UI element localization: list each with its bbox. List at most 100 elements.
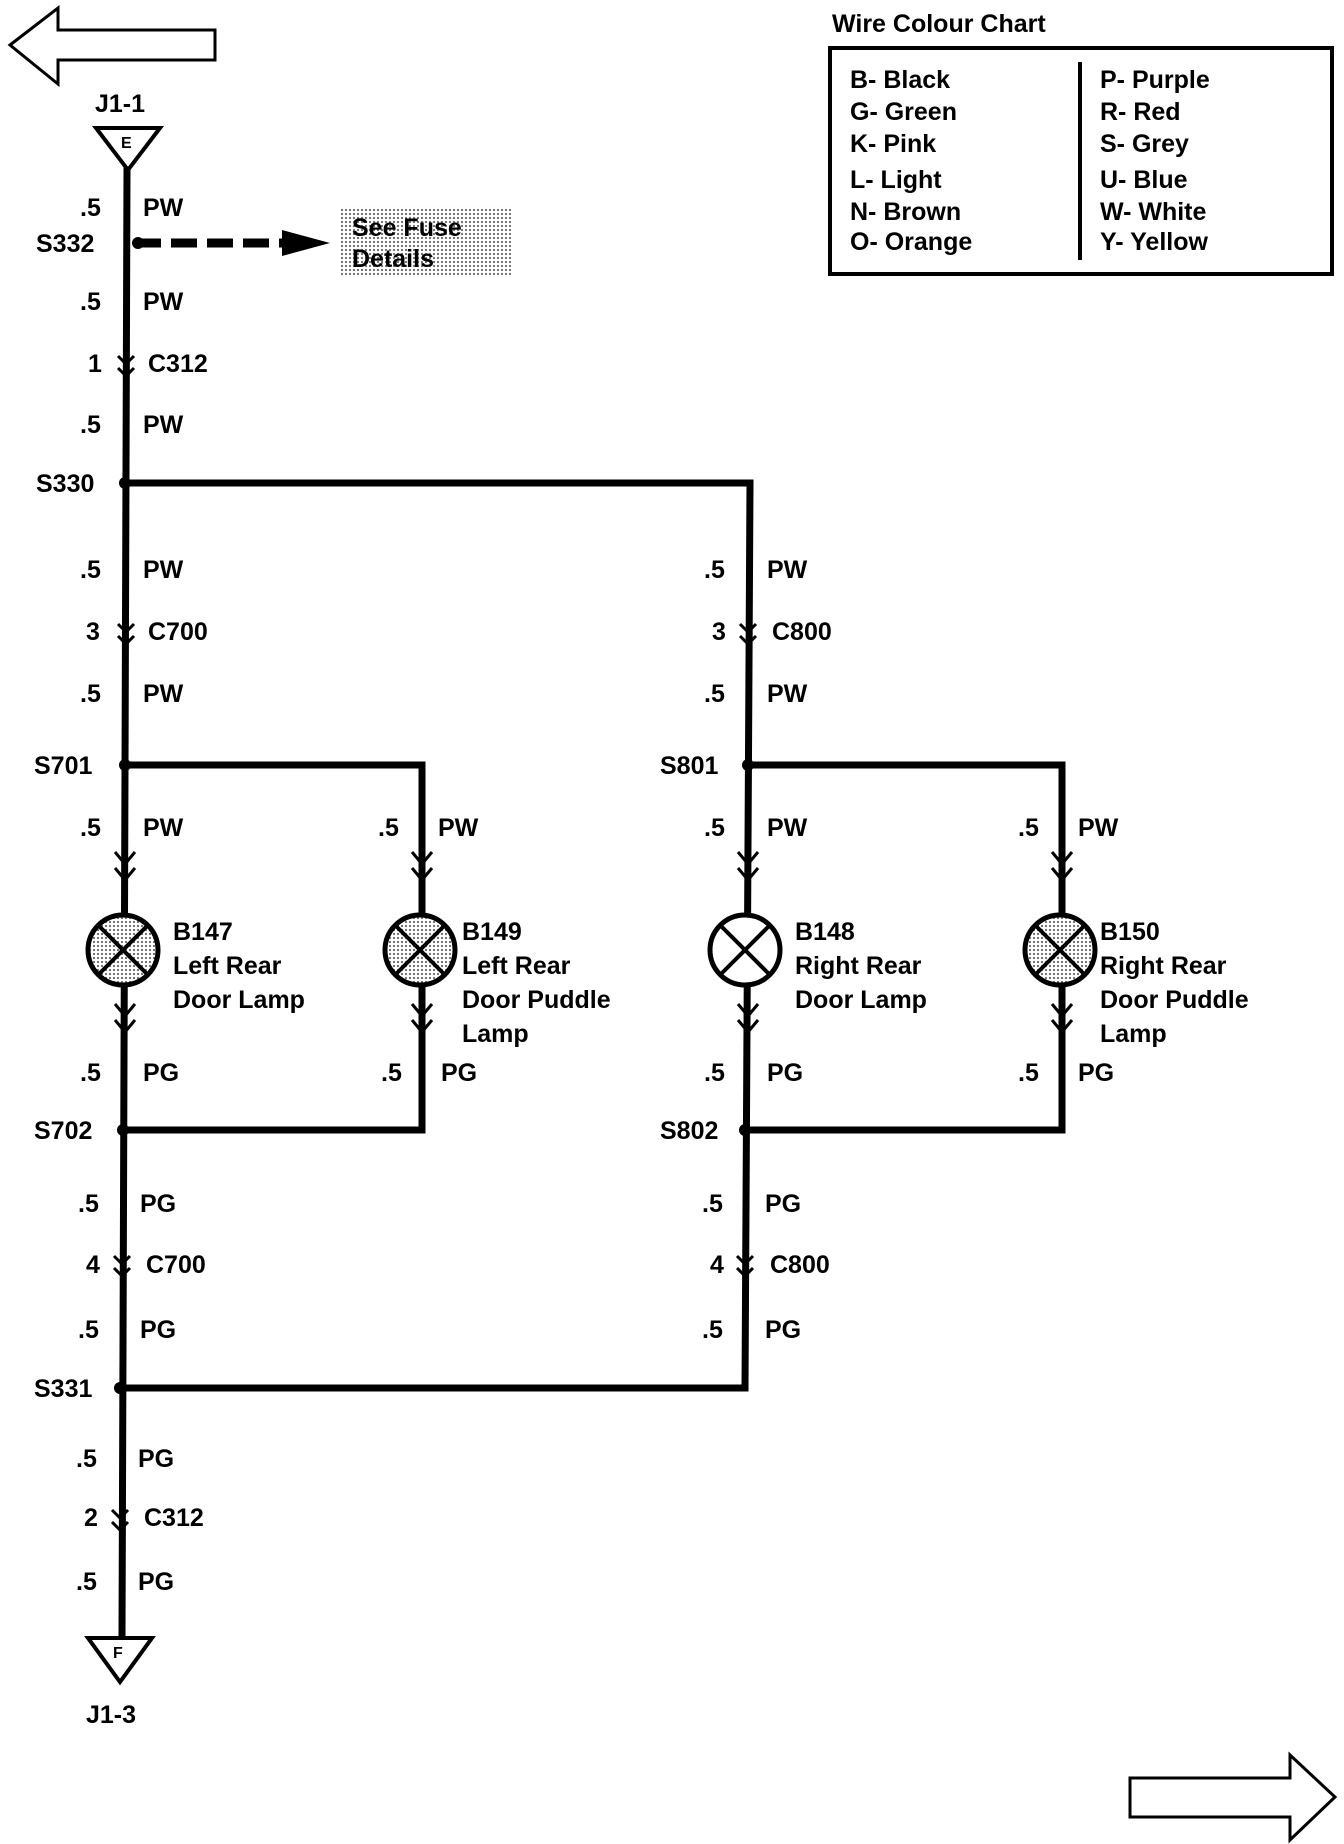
lamp-line1: Left Rear — [462, 952, 571, 980]
chart-entry: R- Red — [1100, 98, 1181, 126]
wire-size: .5 — [704, 680, 725, 708]
splice-dot — [119, 477, 131, 489]
chart-entry: S- Grey — [1100, 130, 1189, 158]
wire-size: .5 — [1018, 1059, 1039, 1087]
lamp-line2: Door Puddle — [462, 986, 611, 1014]
lamp-id: B148 — [795, 918, 855, 946]
wire-colour: PG — [138, 1445, 174, 1473]
fuse-reference-arrow-icon — [282, 230, 330, 256]
wire-size: .5 — [704, 814, 725, 842]
terminal-top-label: J1-1 — [95, 90, 145, 118]
wire-colour: PG — [143, 1059, 179, 1087]
terminal-top-letter: E — [121, 135, 132, 152]
wire-colour: PG — [140, 1316, 176, 1344]
fuse-note-line1: See Fuse — [352, 214, 462, 242]
lamp-b147-icon — [85, 912, 161, 988]
wire-colour: PG — [138, 1568, 174, 1596]
wire-size: .5 — [381, 1059, 402, 1087]
wire-colour: PG — [767, 1059, 803, 1087]
splice-label: S701 — [34, 752, 92, 780]
lamp-line3: Lamp — [1100, 1020, 1167, 1048]
lamp-line1: Right Rear — [795, 952, 922, 980]
splice-label: S332 — [36, 230, 94, 258]
lamp-b148-icon — [707, 912, 783, 988]
wire-colour: PW — [438, 814, 479, 842]
connector-pin: 4 — [86, 1251, 100, 1279]
wire-colour: PW — [143, 680, 184, 708]
wire-size: .5 — [80, 288, 101, 316]
splice-dot — [742, 759, 754, 771]
splice-dot — [739, 1124, 751, 1136]
chart-entry: Y- Yellow — [1100, 228, 1208, 256]
wire-size: .5 — [78, 1190, 99, 1218]
lamp-line1: Left Rear — [173, 952, 282, 980]
lamp-b148-label: B148 Right Rear Door Lamp — [795, 918, 927, 1014]
colour-chart-title: Wire Colour Chart — [832, 10, 1046, 38]
colour-chart-left-column: B- Black G- Green K- Pink L- Light N- Br… — [850, 66, 972, 256]
connector-pin: 4 — [710, 1251, 724, 1279]
lamp-line2: Door Lamp — [173, 986, 305, 1014]
wire-size: .5 — [80, 814, 101, 842]
chart-entry: P- Purple — [1100, 66, 1210, 94]
connector-name: C312 — [148, 350, 208, 378]
wire-size: .5 — [702, 1190, 723, 1218]
connector-name: C800 — [772, 618, 832, 646]
lamp-terminals — [113, 851, 1074, 1035]
splice-label: S331 — [34, 1375, 92, 1403]
wire-colour: PW — [767, 680, 808, 708]
splice-dots — [114, 237, 754, 1394]
lamp-b149-icon — [382, 912, 458, 988]
wire-colour: PW — [767, 556, 808, 584]
wire-size: .5 — [704, 556, 725, 584]
wires — [116, 166, 1066, 1640]
splice-label: S801 — [660, 752, 718, 780]
wire-colour: PW — [143, 814, 184, 842]
connector-name: C312 — [144, 1504, 204, 1532]
wire-size: .5 — [80, 194, 101, 222]
lamp-b149-label: B149 Left Rear Door Puddle Lamp — [462, 918, 611, 1048]
wire-size: .5 — [1018, 814, 1039, 842]
chart-entry: U- Blue — [1100, 166, 1188, 194]
connector-name: C700 — [146, 1251, 206, 1279]
wire-colour: PG — [765, 1316, 801, 1344]
wire-size: .5 — [702, 1316, 723, 1344]
lamp-line3: Lamp — [462, 1020, 529, 1048]
chart-entry: O- Orange — [850, 228, 972, 256]
connector-name: C700 — [148, 618, 208, 646]
terminal-bottom-label: J1-3 — [86, 1701, 136, 1729]
terminal-bottom-letter: F — [113, 1645, 123, 1662]
wire-size: .5 — [80, 680, 101, 708]
wire-colour: PW — [143, 556, 184, 584]
splice-dot — [117, 1124, 129, 1136]
next-page-arrow-icon[interactable] — [1128, 1751, 1338, 1844]
lamp-line1: Right Rear — [1100, 952, 1227, 980]
wire-size: .5 — [78, 1316, 99, 1344]
wire-colour: PG — [1078, 1059, 1114, 1087]
wire-colour: PW — [143, 411, 184, 439]
wire-colour: PG — [441, 1059, 477, 1087]
splice-dot — [132, 237, 144, 249]
wire-colour: PG — [140, 1190, 176, 1218]
splice-dot — [119, 759, 131, 771]
wire-colour: PW — [1078, 814, 1119, 842]
chart-entry: W- White — [1100, 198, 1207, 226]
splice-label: S330 — [36, 470, 94, 498]
connector-pin: 1 — [88, 350, 102, 378]
wire-labels: .5 PW .5 PW .5 PW .5 PW .5 PW .5 PW .5 P… — [76, 194, 1119, 1596]
chart-entry: B- Black — [850, 66, 950, 94]
connector-pin: 3 — [712, 618, 726, 646]
wire-colour: PW — [767, 814, 808, 842]
wire-size: .5 — [704, 1059, 725, 1087]
wire-size: .5 — [76, 1445, 97, 1473]
lamp-id: B149 — [462, 918, 522, 946]
lamp-line2: Door Puddle — [1100, 986, 1249, 1014]
previous-page-arrow-icon[interactable] — [7, 4, 217, 88]
wire-colour: PW — [143, 288, 184, 316]
lamp-id: B150 — [1100, 918, 1160, 946]
splice-label: S802 — [660, 1117, 718, 1145]
connector-symbols — [110, 354, 758, 1533]
wire-colour: PW — [143, 194, 184, 222]
main-wire-left — [118, 166, 131, 1640]
connector-pin: 2 — [84, 1504, 98, 1532]
